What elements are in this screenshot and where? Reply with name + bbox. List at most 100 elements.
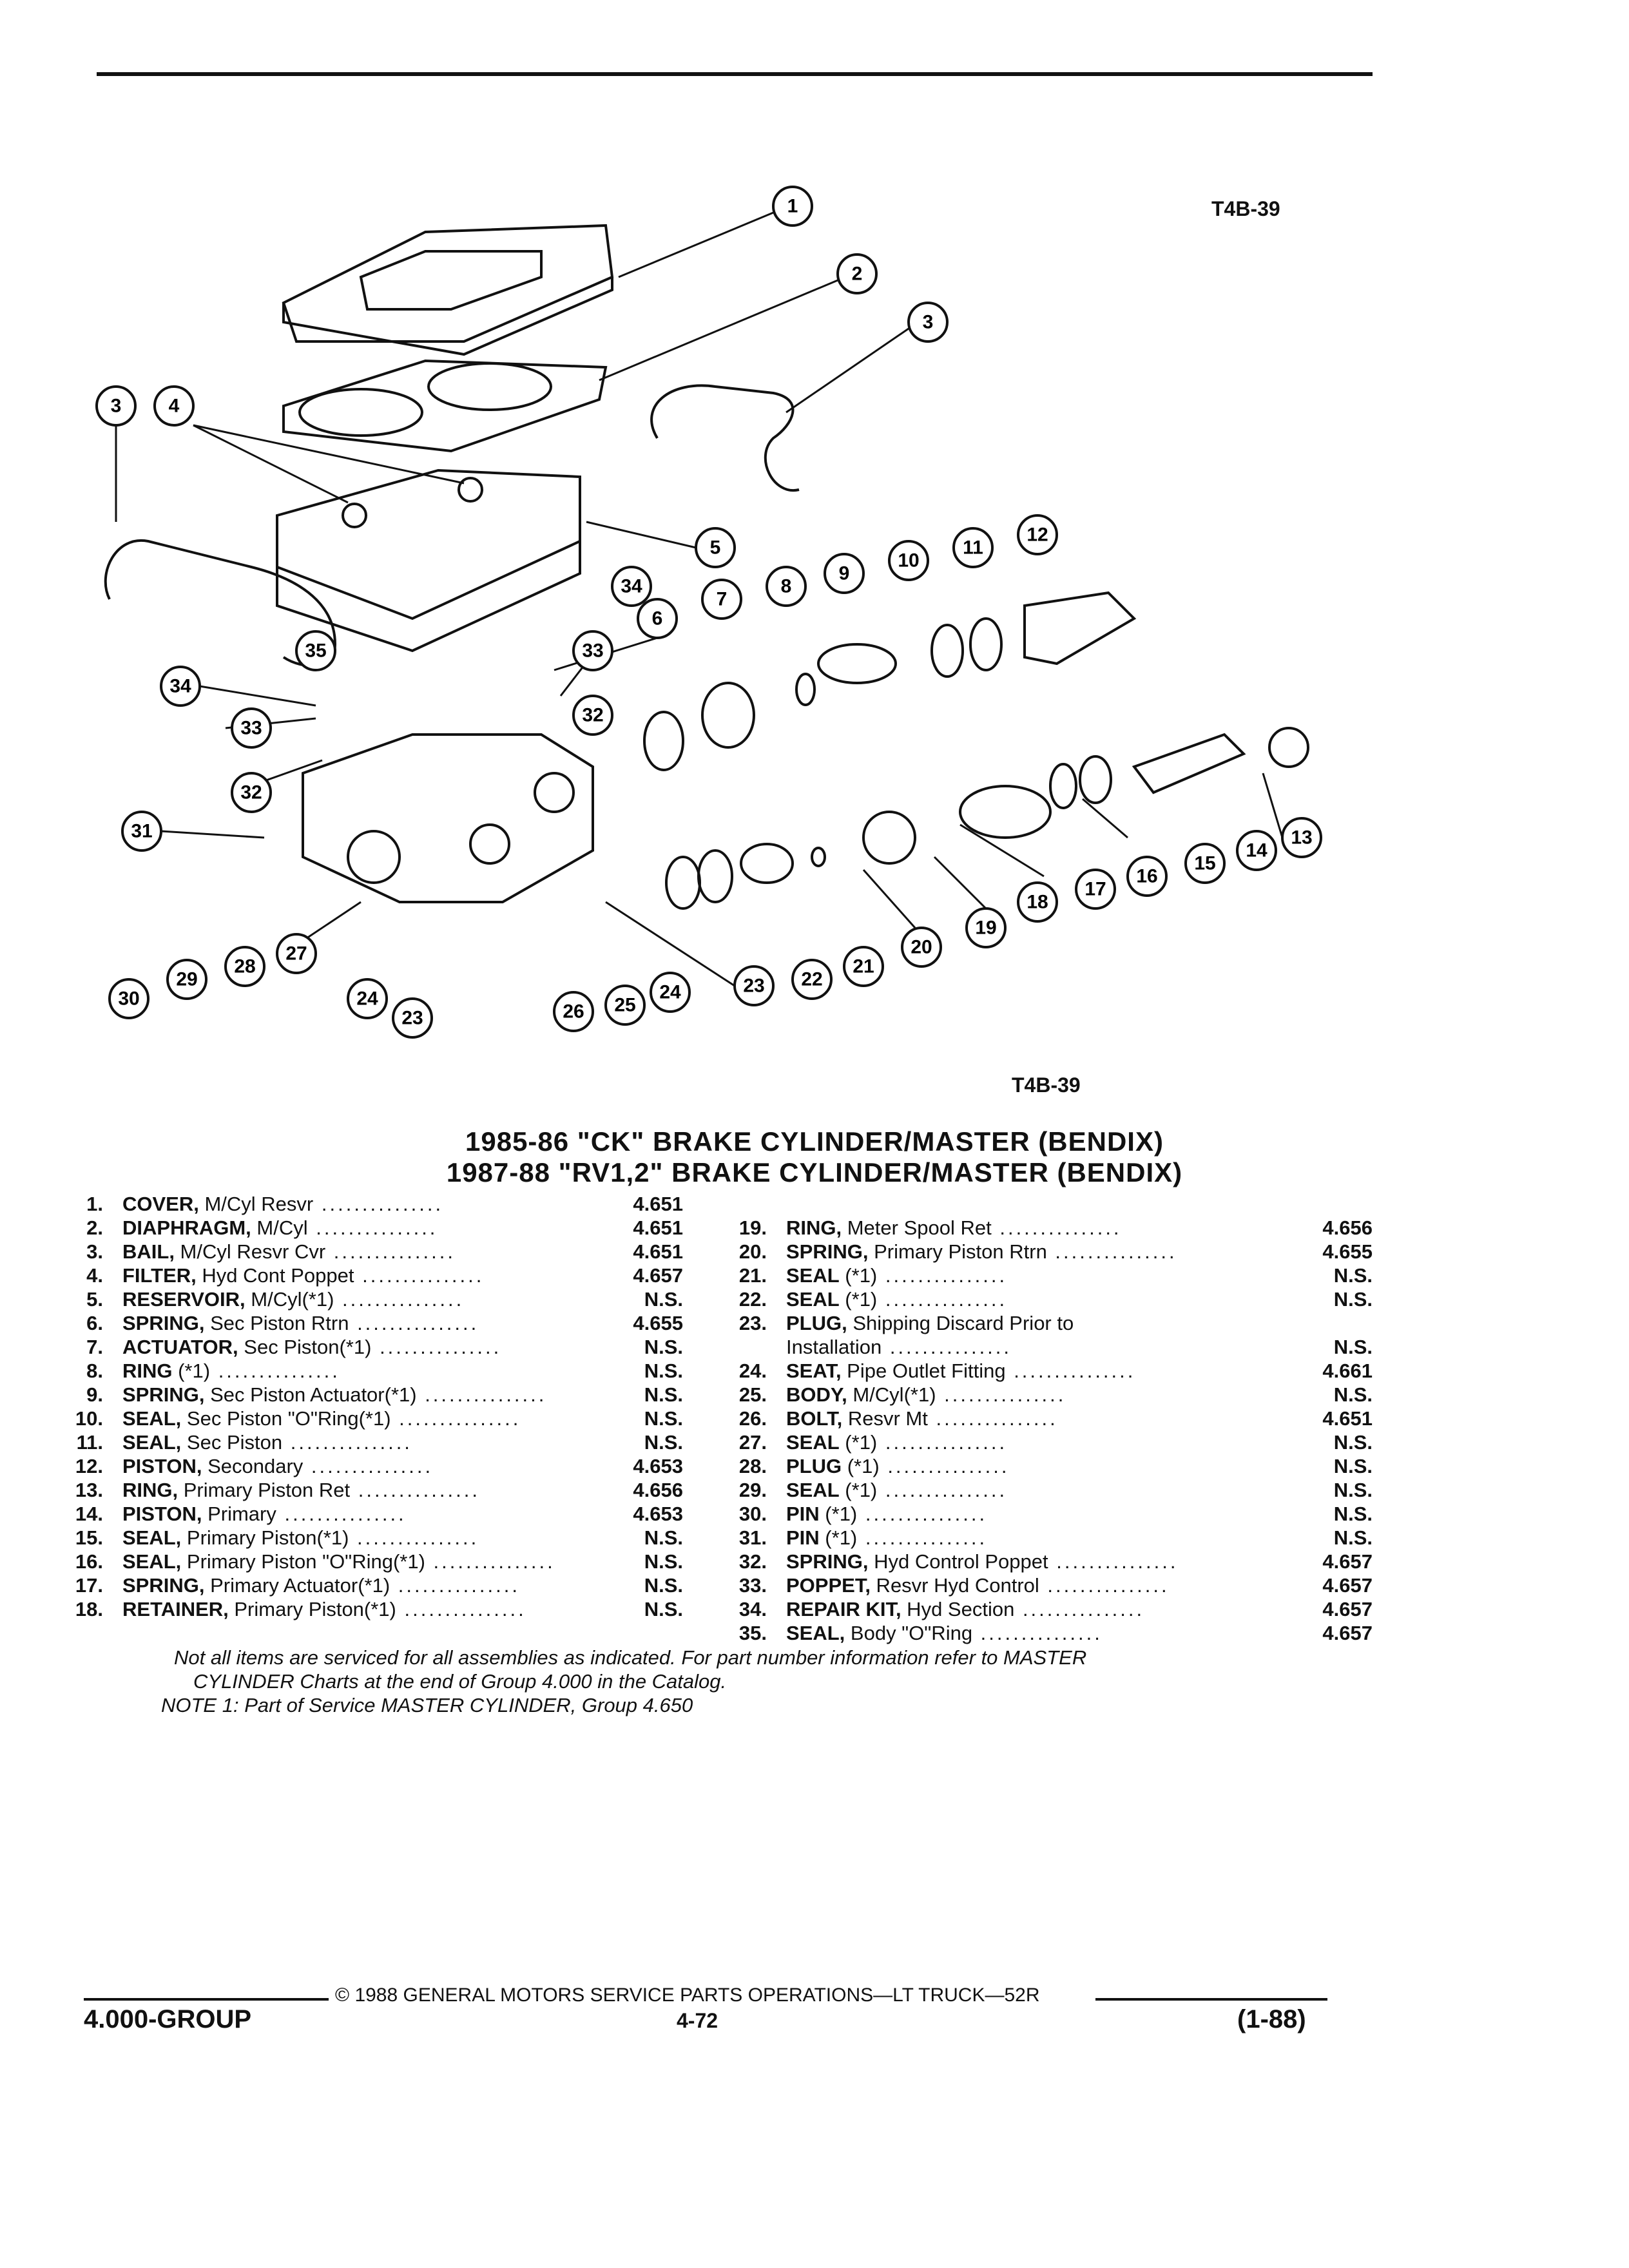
top-rule	[97, 72, 1373, 76]
svg-text:34: 34	[621, 576, 642, 597]
svg-text:20: 20	[911, 937, 932, 958]
callout-8: 8	[766, 566, 807, 607]
svg-text:15: 15	[1194, 853, 1215, 874]
part-row: 23.PLUG, Shipping Discard Prior to	[738, 1312, 1074, 1334]
svg-text:34: 34	[169, 676, 191, 697]
part-row: 19.RING, Meter Spool Ret ...............…	[738, 1216, 1373, 1239]
svg-text:21: 21	[853, 956, 874, 977]
svg-text:19: 19	[975, 918, 996, 939]
callout-20: 20	[901, 927, 942, 968]
svg-text:12: 12	[1027, 524, 1048, 546]
callout-29: 29	[166, 959, 207, 1000]
callout-30: 30	[108, 978, 149, 1019]
group-label: 4.000-GROUP	[84, 2005, 252, 2033]
svg-text:9: 9	[839, 563, 850, 584]
footer-rule-right	[1095, 1998, 1327, 2001]
svg-text:31: 31	[131, 821, 152, 842]
part-row: 20.SPRING, Primary Piston Rtrn .........…	[738, 1240, 1373, 1263]
svg-text:35: 35	[305, 640, 326, 662]
note-line-3: NOTE 1: Part of Service MASTER CYLINDER,…	[161, 1694, 693, 1716]
callout-27: 27	[276, 933, 317, 974]
callout-23: 23	[733, 965, 775, 1006]
master-cylinder-body	[302, 733, 594, 903]
svg-text:6: 6	[652, 608, 663, 629]
revision-date: (1-88)	[1237, 2005, 1306, 2033]
callout-18: 18	[1017, 881, 1058, 923]
callout-26: 26	[553, 991, 594, 1032]
callout-23-lower: 23	[392, 997, 433, 1039]
svg-text:17: 17	[1084, 879, 1106, 900]
callout-34-left: 34	[160, 666, 201, 707]
exploded-parts-diagram: 1 2 3 3 4 5 6 7 8 9 10 11 12 13 14 15 16…	[95, 186, 1322, 1039]
callout-12: 12	[1017, 514, 1058, 555]
callout-3: 3	[907, 302, 949, 343]
part-row: 24.SEAT, Pipe Outlet Fitting ...........…	[738, 1360, 1373, 1382]
svg-text:5: 5	[710, 537, 721, 559]
callout-19: 19	[965, 907, 1007, 948]
part-row: 25.BODY, M/Cyl(*1) ...............N.S.	[738, 1383, 1373, 1406]
part-row: 12.PISTON, Secondary ...............4.65…	[75, 1455, 683, 1477]
callout-11: 11	[952, 527, 994, 568]
callout-1: 1	[772, 186, 813, 227]
part-row: 16.SEAL, Primary Piston "O"Ring(*1) ....…	[75, 1550, 683, 1573]
part-row: 10.SEAL, Sec Piston "O"Ring(*1) ........…	[75, 1407, 683, 1430]
part-row: 15.SEAL, Primary Piston(*1) ............…	[75, 1526, 683, 1549]
part-row: 29.SEAL (*1) ...............N.S.	[738, 1479, 1373, 1501]
callout-10: 10	[888, 540, 929, 581]
title-line-2: 1987-88 "RV1,2" BRAKE CYLINDER/MASTER (B…	[446, 1157, 1183, 1187]
svg-text:29: 29	[176, 969, 197, 990]
part-row: 1.COVER, M/Cyl Resvr ...............4.65…	[86, 1193, 683, 1215]
part-row: 18.RETAINER, Primary Piston(*1) ........…	[75, 1598, 683, 1620]
part-row: 5.RESERVOIR, M/Cyl(*1) ...............N.…	[86, 1288, 683, 1311]
callout-32-left: 32	[231, 772, 272, 813]
callout-22: 22	[791, 959, 833, 1000]
callout-33: 33	[572, 630, 613, 671]
part-row: 28.PLUG (*1) ...............N.S.	[738, 1455, 1373, 1477]
callout-2: 2	[836, 253, 878, 294]
callout-31: 31	[121, 811, 162, 852]
part-row: 13.RING, Primary Piston Ret ............…	[75, 1479, 683, 1501]
reservoir-cover	[282, 224, 614, 356]
page-number: 4-72	[677, 2009, 718, 2032]
svg-text:23: 23	[401, 1008, 423, 1029]
svg-text:32: 32	[240, 782, 262, 803]
svg-text:3: 3	[923, 312, 934, 333]
callout-24-lower: 24	[347, 978, 388, 1019]
footer-rule-left	[84, 1998, 329, 2001]
note-line-2: CYLINDER Charts at the end of Group 4.00…	[193, 1670, 727, 1693]
part-row: 33.POPPET, Resvr Hyd Control ...........…	[738, 1574, 1373, 1597]
part-row: 30.PIN (*1) ...............N.S.	[738, 1503, 1373, 1525]
svg-text:25: 25	[614, 995, 635, 1016]
parts-list-right: 19.RING, Meter Spool Ret ...............…	[728, 1216, 1392, 1645]
part-row: 14.PISTON, Primary ...............4.653	[75, 1503, 683, 1525]
svg-text:3: 3	[111, 396, 122, 417]
svg-text:10: 10	[898, 550, 919, 572]
parts-list-left: 1.COVER, M/Cyl Resvr ...............4.65…	[64, 1192, 709, 1621]
primary-piston-parts	[665, 727, 1309, 910]
callout-24: 24	[650, 972, 691, 1013]
figure-tag-bottom: T4B-39	[1012, 1073, 1081, 1097]
title-line-1: 1985-86 "CK" BRAKE CYLINDER/MASTER (BEND…	[465, 1126, 1164, 1157]
secondary-piston-parts	[643, 591, 1137, 771]
note-line-1: Not all items are serviced for all assem…	[174, 1646, 1087, 1669]
callout-7: 7	[701, 579, 742, 620]
part-row: 26.BOLT, Resvr Mt ...............4.651	[738, 1407, 1373, 1430]
part-row: 8.RING (*1) ...............N.S.	[86, 1360, 683, 1382]
part-row: Installation ...............N.S.	[786, 1336, 1373, 1358]
callout-25: 25	[604, 985, 646, 1026]
part-row: 7.ACTUATOR, Sec Piston(*1) .............…	[86, 1336, 683, 1358]
part-row: 2.DIAPHRAGM, M/Cyl ...............4.651	[86, 1216, 683, 1239]
callout-9: 9	[824, 553, 865, 594]
svg-text:16: 16	[1136, 866, 1157, 887]
svg-text:4: 4	[169, 396, 180, 417]
callout-17: 17	[1075, 869, 1116, 910]
callout-13: 13	[1281, 817, 1322, 858]
part-row: 11.SEAL, Sec Piston ...............N.S.	[76, 1431, 683, 1454]
svg-text:22: 22	[801, 969, 822, 990]
part-row: 34.REPAIR KIT, Hyd Section .............…	[738, 1598, 1373, 1620]
part-row: 3.BAIL, M/Cyl Resvr Cvr ...............4…	[86, 1240, 683, 1263]
figure-tag-top: T4B-39	[1211, 197, 1280, 220]
svg-text:23: 23	[743, 975, 764, 997]
svg-text:1: 1	[787, 196, 798, 217]
svg-text:33: 33	[240, 718, 262, 739]
